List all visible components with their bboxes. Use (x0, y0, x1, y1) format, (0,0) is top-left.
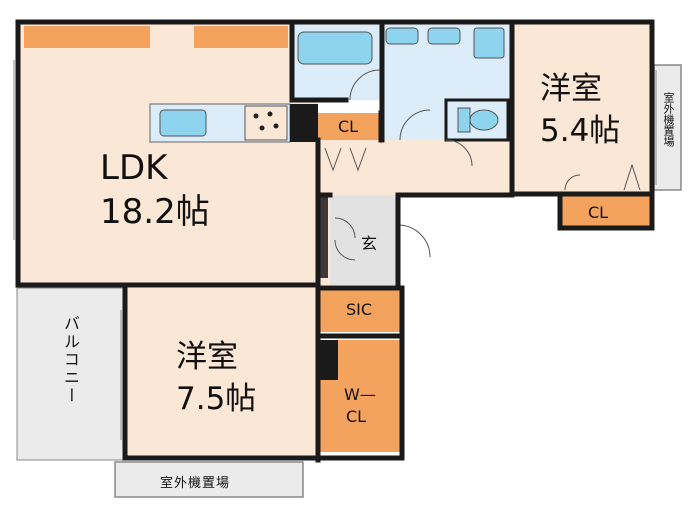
door-arc-bath (349, 69, 381, 101)
wall-western-bottom (122, 285, 405, 461)
washbasin-1 (385, 27, 419, 45)
burner-1 (253, 113, 259, 119)
burner-4 (273, 123, 279, 129)
western-small-floor (512, 22, 652, 194)
ac-right-label: 室外機置場 (662, 92, 675, 147)
toilet-bowl (469, 109, 499, 131)
entrance-label: 玄 (361, 234, 378, 253)
ac-platform-right (653, 64, 682, 191)
kitchen-sink (159, 109, 207, 137)
door-arc-entrance (397, 224, 431, 258)
upper-cabinet-left (24, 26, 150, 48)
hallway-floor (318, 140, 512, 195)
toilet-tank (457, 107, 471, 133)
ac-platform-bottom (114, 461, 304, 498)
wcl-label-1: W— (344, 385, 376, 404)
wall-right-lower (395, 191, 563, 291)
closet-middle-label: CL (338, 117, 359, 136)
closet-right-label: CL (588, 203, 609, 222)
upper-cabinet-right (194, 26, 288, 48)
burner-3 (259, 125, 265, 131)
closet-right (560, 196, 652, 226)
ldk-name: LDK (100, 148, 168, 188)
washing-machine (473, 27, 505, 59)
balcony-label: バルコニー (61, 315, 80, 405)
pillar-ldk (316, 340, 338, 380)
sic-storage (320, 288, 400, 332)
sic-label: SIC (346, 300, 373, 319)
fridge-space (290, 104, 318, 142)
western-small-size: 5.4帖 (540, 113, 621, 149)
door-triangle-2 (349, 147, 367, 172)
pillar-hall (318, 196, 328, 278)
closet-middle (318, 113, 381, 140)
door-arc-toilet (445, 139, 473, 167)
door-arc-room5 (564, 174, 581, 191)
western-large-floor (127, 288, 319, 458)
burner-2 (267, 111, 273, 117)
bathtub (297, 31, 373, 65)
ldk-size: 18.2帖 (100, 192, 210, 232)
wcl-label-2: CL (346, 407, 367, 426)
door-arc-wash (399, 109, 431, 141)
balcony-area (16, 287, 126, 461)
western-large-size: 7.5帖 (176, 381, 257, 417)
entrance-floor (330, 195, 398, 285)
door-triangle-1 (324, 147, 342, 172)
western-large-name: 洋室 (176, 339, 238, 375)
western-small-name: 洋室 (540, 71, 602, 107)
ac-bottom-label: 室外機置場 (160, 476, 231, 491)
ldk-floor (18, 22, 318, 284)
door-triangle-3 (623, 163, 641, 191)
washbasin-2 (427, 27, 461, 45)
stove (244, 105, 288, 141)
door-arc-hall (334, 217, 356, 239)
door-arc-hall-2 (334, 239, 356, 261)
